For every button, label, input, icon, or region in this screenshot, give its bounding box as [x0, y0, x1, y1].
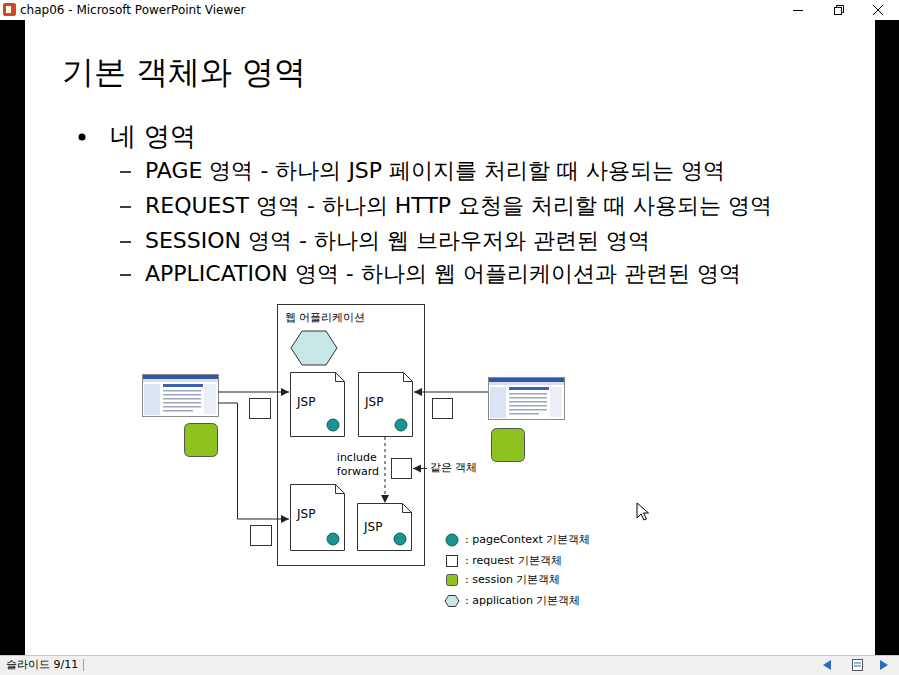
dash-bullet — [120, 241, 131, 243]
title-bar — [0, 0, 899, 20]
status-bar-border — [0, 655, 899, 656]
region-label: 웹 어플리케이션 — [285, 311, 417, 325]
connector-label: include forward — [336, 451, 380, 479]
jsp-page: JSP — [358, 372, 413, 437]
dash-bullet — [120, 274, 131, 276]
minimize-button — [793, 10, 803, 11]
request-arrow — [414, 392, 488, 393]
legend-swatch — [444, 593, 460, 609]
sub-bullet-text: PAGE 영역 - 하나의 JSP 페이지를 처리할 때 사용되는 영역 — [145, 158, 725, 184]
sub-bullet-text: SESSION 영역 - 하나의 웹 브라우저와 관련된 영역 — [145, 228, 650, 254]
legend-text: : application 기본객체 — [465, 594, 580, 608]
notes-icon — [853, 660, 863, 671]
window-title: chap06 - Microsoft PowerPoint Viewer — [20, 3, 246, 17]
forward-connector — [385, 437, 386, 503]
legend-swatch — [444, 532, 460, 548]
sub-bullet-text: REQUEST 영역 - 하나의 HTTP 요청을 처리할 때 사용되는 영역 — [145, 193, 772, 219]
legend-item: : application 기본객체 — [444, 593, 580, 609]
restore-button — [835, 6, 844, 15]
request-arrow — [218, 403, 289, 519]
session-object — [492, 429, 525, 462]
legend-swatch — [444, 572, 460, 588]
app-icon — [3, 3, 16, 16]
application-object-hexagon — [291, 331, 337, 365]
request-object — [392, 459, 412, 479]
jsp-page: JSP — [290, 484, 345, 551]
legend-item: : pageContext 기본객체 — [444, 532, 590, 548]
bullet-dot — [79, 134, 86, 141]
legend-swatch — [444, 553, 460, 569]
page-label: JSP — [357, 520, 412, 534]
page-label: JSP — [290, 507, 345, 521]
jsp-page: JSP — [357, 503, 412, 551]
previous-slide-icon — [823, 660, 831, 670]
session-object — [185, 424, 218, 457]
request-object — [250, 399, 271, 419]
close-button — [873, 5, 883, 15]
page-label: JSP — [358, 395, 413, 409]
page-label: JSP — [290, 395, 345, 409]
app-icon-mark — [6, 6, 11, 13]
web-application-box: 웹 어플리케이션 JSP JSP JSP JSP — [277, 304, 425, 566]
mouse-cursor — [637, 503, 649, 520]
legend-text: : request 기본객체 — [465, 554, 562, 568]
browser-window — [143, 375, 219, 417]
legend-item: : request 기본객체 — [444, 553, 562, 569]
request-arrow — [218, 392, 289, 393]
jsp-page: JSP — [290, 372, 345, 437]
annotation-label: 같은 객체 — [430, 461, 478, 475]
request-object — [433, 399, 453, 419]
sub-bullet-text: APPLICATION 영역 - 하나의 웹 어플리케이션과 관련된 영역 — [145, 261, 741, 287]
letterbox-right — [875, 20, 899, 655]
browser-window — [489, 378, 565, 420]
legend-text: : pageContext 기본객체 — [465, 533, 590, 547]
status-text: 슬라이드 9/11 — [6, 658, 78, 672]
legend-text: : session 기본객체 — [465, 573, 560, 587]
dash-bullet — [120, 171, 131, 173]
status-bar — [0, 655, 899, 675]
status-separator — [83, 659, 84, 671]
dash-bullet — [120, 206, 131, 208]
request-object — [251, 526, 272, 546]
bullet-text: 네 영역 — [110, 121, 196, 152]
letterbox-left — [0, 20, 25, 655]
slide-title: 기본 객체와 영역 — [62, 53, 306, 91]
legend-item: : session 기본객체 — [444, 572, 560, 588]
next-slide-icon — [880, 660, 888, 670]
